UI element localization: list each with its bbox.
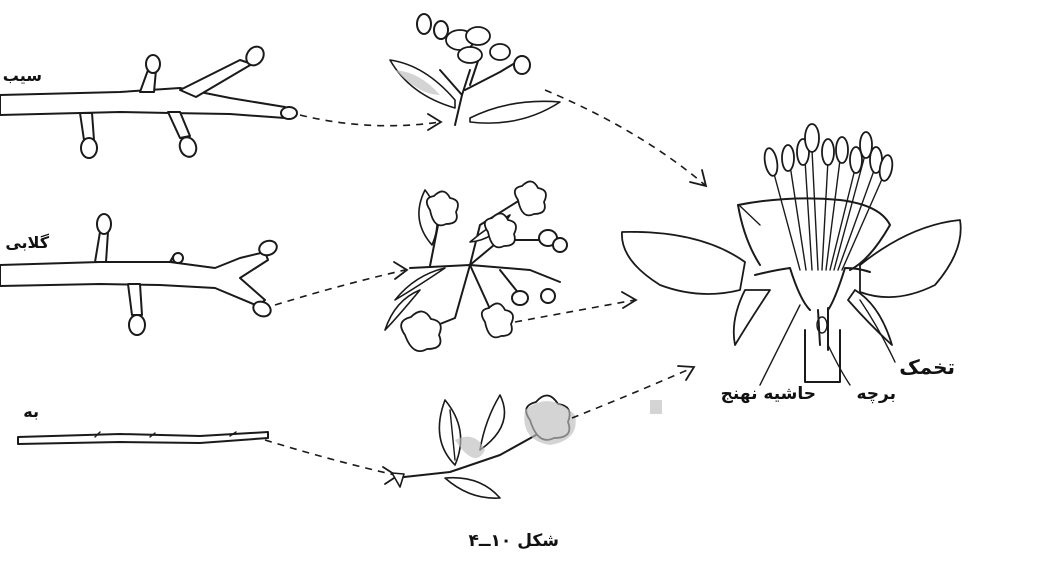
quince-branch <box>18 432 268 444</box>
arrow-apple-to-flower <box>545 90 705 185</box>
label-receptacle-rim: حاشیه نهنج <box>721 386 816 403</box>
quince-flower-sprig <box>392 395 576 498</box>
label-carpel: برچه <box>856 386 896 403</box>
apple-flower-cluster <box>390 14 560 125</box>
arrow-pear-to-cluster <box>275 270 405 305</box>
label-quince: به <box>23 404 39 420</box>
label-ovary: تخمک <box>899 357 955 377</box>
label-apple: سیب <box>3 68 42 84</box>
arrow-pear-to-flower <box>515 300 635 322</box>
arrow-apple-to-cluster <box>300 115 440 126</box>
arrow-quince-to-flower-sprig <box>265 440 395 475</box>
figure-caption: شکل ۱۰ــ۴ <box>469 533 559 550</box>
arrow-quince-to-flower <box>572 368 692 418</box>
flower-longitudinal-section <box>622 124 961 385</box>
pear-flower-cluster <box>385 181 567 351</box>
label-pear: گلابی <box>5 235 49 251</box>
apple-branch <box>0 43 297 159</box>
